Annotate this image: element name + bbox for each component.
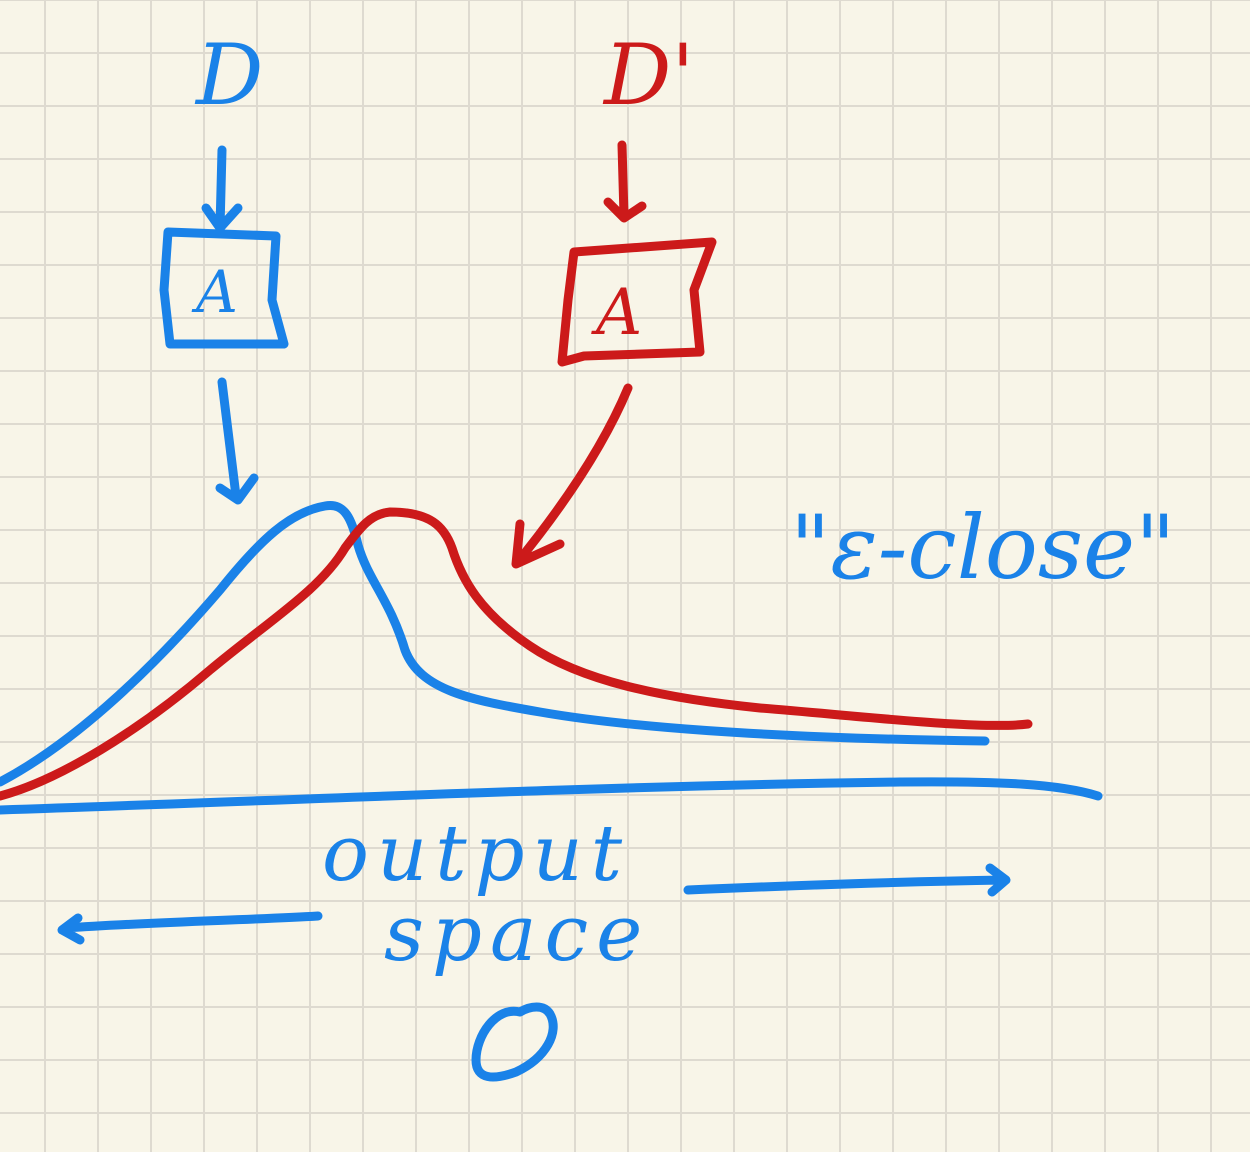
red-distribution-curve [0,507,1033,801]
d-to-a-arrow-icon [201,145,243,233]
red-branch [0,140,1033,801]
d-prime-to-a-arrow-icon [603,140,647,223]
a-to-curve-arrow-red-icon [511,383,633,569]
algorithm-label-blue: A [191,258,238,326]
arrow-left-icon [57,911,323,945]
epsilon-close-label: "ε-close" [790,496,1176,599]
dataset-d-prime-label: D' [602,26,694,124]
output-word: output [322,809,630,899]
dataset-d-label: D [194,26,263,124]
a-to-curve-arrow-icon [215,377,259,505]
algorithm-box-blue [159,227,289,349]
output-space-symbol [471,1002,558,1082]
blue-branch [0,145,1103,1082]
output-axis-line [0,777,1103,815]
arrow-right-icon [683,863,1011,897]
algorithm-label-red: A [591,276,642,350]
blue-distribution-curve [0,500,990,787]
space-word: space [384,889,650,979]
algorithm-box-red [557,237,717,367]
